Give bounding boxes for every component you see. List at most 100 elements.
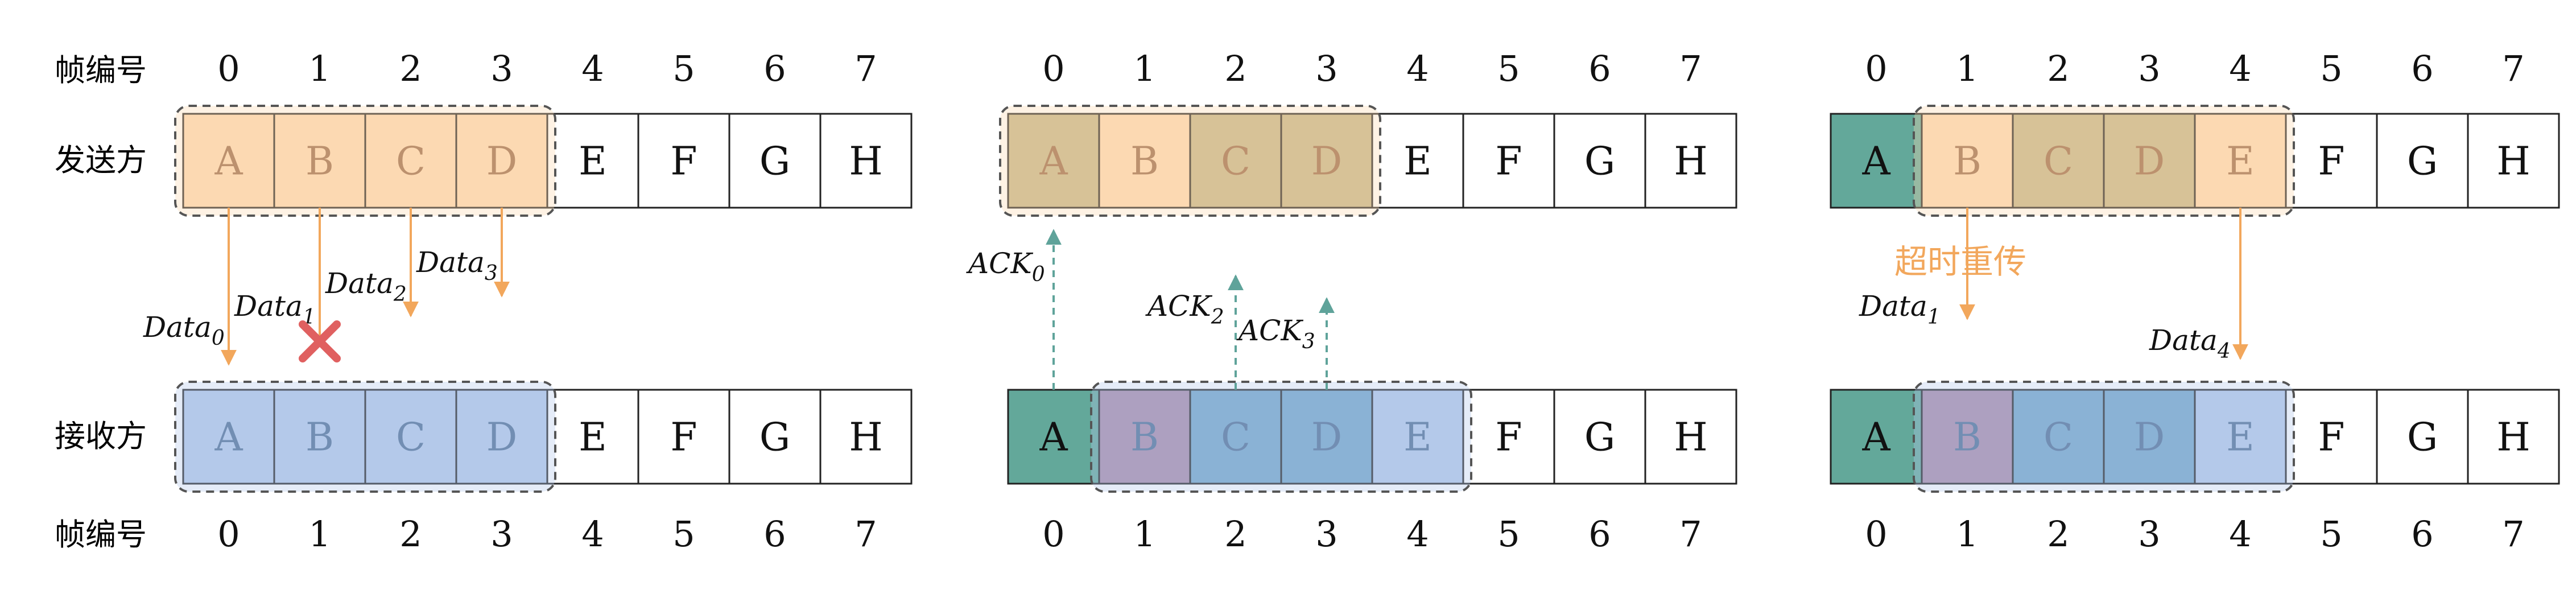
data-arrow-label: Data1 — [1859, 290, 1941, 329]
receiver-frame-label: D — [486, 415, 518, 460]
frame-number-top: 2 — [399, 48, 422, 89]
receiver-frame-label: C — [396, 415, 426, 460]
sender-cell — [728, 113, 821, 209]
sender-cell — [2467, 113, 2560, 209]
receiver-frame-label: B — [1130, 415, 1159, 460]
frame-number-top: 6 — [763, 48, 786, 89]
frame-number-top: 4 — [2229, 48, 2251, 89]
receiver-frame-label: D — [1311, 415, 1343, 460]
frame-number-bottom: 3 — [2138, 513, 2160, 555]
frame-number-label-top: 帧编号 — [55, 52, 147, 88]
frame-number-bottom: 0 — [1042, 513, 1064, 555]
frame-number-bottom: 1 — [308, 513, 331, 555]
frame-number-top: 3 — [2138, 48, 2160, 89]
receiver-frame-label: G — [759, 415, 790, 460]
lost-frame-x-mark — [299, 320, 341, 362]
sender-frame-label: C — [2044, 139, 2073, 184]
sender-cell — [2012, 113, 2105, 209]
frame-number-top: 5 — [1497, 48, 1520, 89]
receiver-frame-label: C — [2044, 415, 2073, 460]
ack-arrow-label: ACK2 — [1145, 290, 1224, 329]
receiver-frame-label: F — [670, 415, 697, 460]
receiver-window — [1913, 381, 2295, 493]
frame-number-bottom: 4 — [1406, 513, 1429, 555]
receiver-frame-label: H — [1674, 415, 1707, 460]
frame-number-bottom: 0 — [1865, 513, 1887, 555]
frame-number-top: 7 — [854, 48, 877, 89]
frame-number-top: 4 — [581, 48, 604, 89]
receiver-frame-label: B — [1953, 415, 1981, 460]
frame-number-bottom: 6 — [1588, 513, 1611, 555]
receiver-label: 接收方 — [55, 418, 147, 454]
sender-cell — [1644, 113, 1737, 209]
receiver-frame-label: H — [2496, 415, 2530, 460]
frame-number-top: 6 — [2411, 48, 2433, 89]
sender-frame-label: E — [2226, 139, 2255, 184]
receiver-frame-label: G — [2407, 415, 2438, 460]
sender-frame-label: B — [306, 139, 334, 184]
receiver-frame-label: F — [2318, 415, 2344, 460]
sender-cell — [2103, 113, 2196, 209]
receiver-cell — [1830, 389, 1923, 485]
sender-cell — [1007, 113, 1100, 209]
sender-frame-label: B — [1130, 139, 1159, 184]
frame-number-top: 6 — [1588, 48, 1611, 89]
sender-frame-label: H — [2496, 139, 2530, 184]
frame-number-bottom: 5 — [672, 513, 695, 555]
frame-number-bottom: 2 — [1224, 513, 1246, 555]
receiver-frame-label: E — [2226, 415, 2255, 460]
receiver-frame-label: A — [1861, 415, 1890, 460]
frame-number-bottom: 4 — [2229, 513, 2251, 555]
sender-cell — [1921, 113, 2014, 209]
frame-number-top: 7 — [2502, 48, 2524, 89]
sender-frame-label: F — [2318, 139, 2344, 184]
sender-frame-label: H — [1674, 139, 1707, 184]
frame-number-bottom: 7 — [854, 513, 877, 555]
sender-frame-label: A — [1861, 139, 1890, 184]
receiver-window — [174, 381, 556, 493]
sender-frame-label: D — [2134, 139, 2165, 184]
ack-arrow-label: ACK0 — [966, 247, 1045, 286]
frame-number-top: 2 — [2047, 48, 2069, 89]
sender-label: 发送方 — [55, 142, 147, 178]
sender-cell — [819, 113, 913, 209]
sender-cell — [273, 113, 366, 209]
receiver-frame-label: F — [1495, 415, 1522, 460]
sender-cell — [1098, 113, 1191, 209]
sender-cell — [2194, 113, 2287, 209]
frame-number-top: 0 — [217, 48, 240, 89]
receiver-frame-label: D — [2134, 415, 2165, 460]
frame-number-top: 2 — [1224, 48, 1246, 89]
receiver-cell — [455, 389, 548, 485]
receiver-cell — [1007, 389, 1100, 485]
frame-number-bottom: 2 — [399, 513, 422, 555]
sender-frame-label: H — [849, 139, 882, 184]
sender-frame-label: G — [1584, 139, 1615, 184]
frame-number-bottom: 7 — [1679, 513, 1702, 555]
sender-window — [174, 105, 556, 217]
sender-frame-label: E — [1403, 139, 1432, 184]
receiver-cell — [2194, 389, 2287, 485]
receiver-cell — [637, 389, 730, 485]
receiver-cell — [1371, 389, 1464, 485]
frame-number-bottom: 6 — [763, 513, 786, 555]
frame-number-top: 5 — [672, 48, 695, 89]
receiver-frame-label: E — [1403, 415, 1432, 460]
frame-number-top: 4 — [1406, 48, 1429, 89]
receiver-frame-label: E — [579, 415, 607, 460]
frame-number-top: 3 — [490, 48, 513, 89]
frame-number-bottom: 3 — [490, 513, 513, 555]
sender-window — [999, 105, 1381, 217]
receiver-cell — [728, 389, 821, 485]
frame-number-bottom: 1 — [1133, 513, 1155, 555]
data-arrow-label: Data4 — [2149, 324, 2231, 363]
frame-number-top: 3 — [1315, 48, 1337, 89]
frame-number-bottom: 4 — [581, 513, 604, 555]
sender-cell — [1280, 113, 1373, 209]
frame-number-bottom: 2 — [2047, 513, 2069, 555]
receiver-frame-label: A — [1039, 415, 1068, 460]
